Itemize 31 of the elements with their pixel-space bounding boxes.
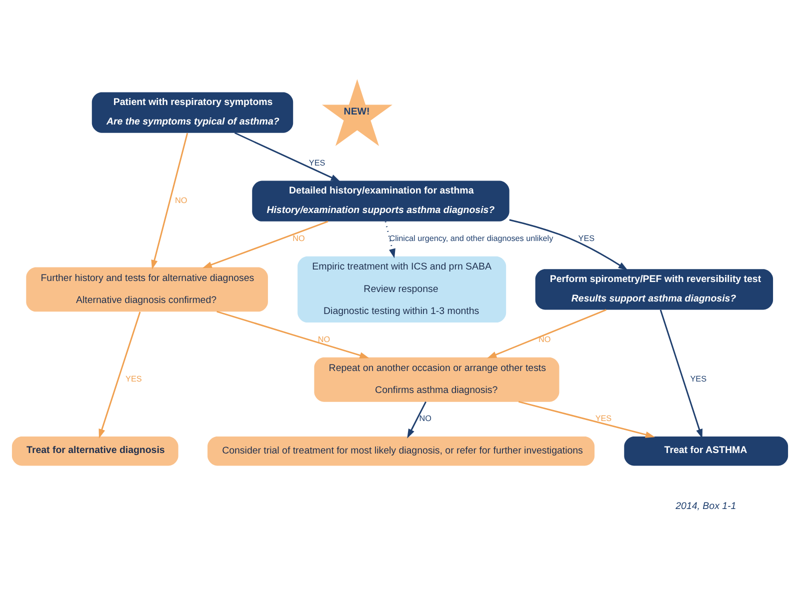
- edge-label: NO: [318, 334, 330, 344]
- edge-label: YES: [595, 414, 612, 423]
- node-box: Treat for ASTHMA: [624, 436, 788, 466]
- arrow: [234, 132, 340, 182]
- node-box: Detailed history/examination for asthma History/examination supports asthma diagnosis?: [252, 180, 510, 221]
- arrow: [216, 310, 370, 358]
- edge-label: YES: [126, 374, 142, 384]
- edge-label: YES: [578, 233, 595, 242]
- arrow: [384, 220, 396, 258]
- edge-label: NO: [292, 233, 305, 242]
- node-box: Consider trial of treatment for most likely diagnosis, or refer for further investigations: [208, 436, 595, 466]
- node-box: Empiric treatment with ICS and prn SABA Review response Diagnostic testing within 1-3 months: [298, 256, 506, 322]
- arrow: [98, 311, 141, 438]
- arrow: [509, 218, 628, 270]
- edge-label: NO: [175, 196, 188, 205]
- edge-label: YES: [690, 374, 707, 384]
- arrow: [151, 132, 188, 269]
- edge-label: NO: [419, 414, 432, 423]
- label: 2014, Box 1-1: [676, 500, 736, 512]
- node-box: Patient with respiratory symptoms Are the symptoms typical of asthma?: [92, 92, 294, 132]
- arrow: [407, 400, 426, 438]
- node-box: Treat for alternative diagnosis: [12, 436, 178, 466]
- node-box: Repeat on another occasion or arrange other tests Confirms asthma diagnosis?: [314, 356, 560, 402]
- arrow: [660, 309, 702, 438]
- node-box: Perform spirometry/PEF with reversibility test Results support asthma diagnosis?: [535, 268, 774, 310]
- arrow: [202, 220, 328, 268]
- node-box: Further history and tests for alternative diagnoses Alternative diagnosis confirmed?: [26, 266, 268, 312]
- edge-label: YES: [308, 158, 326, 167]
- edge-label: Clinical urgency, and other diagnoses unlikely: [389, 233, 554, 242]
- arrow: [487, 308, 606, 358]
- arrow: [518, 400, 655, 438]
